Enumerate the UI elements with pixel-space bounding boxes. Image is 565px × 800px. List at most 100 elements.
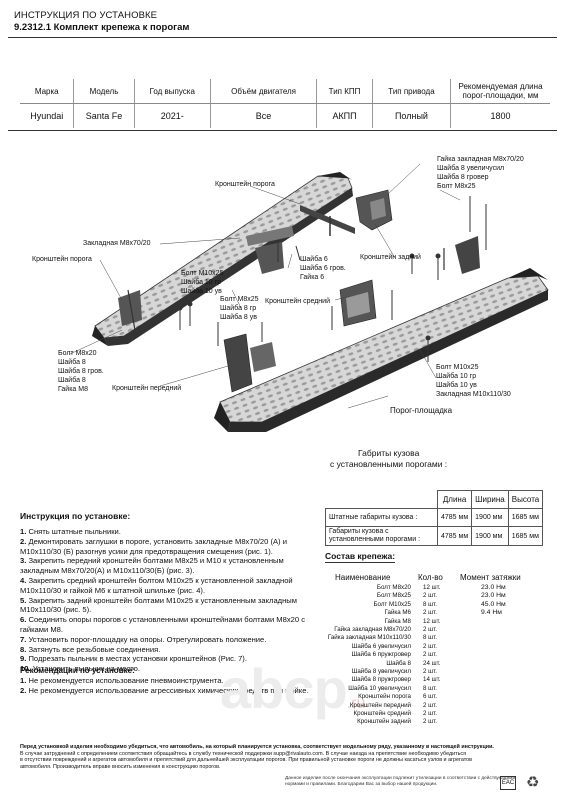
fasteners-title: Состав крепежа: (325, 551, 396, 563)
spec-model: Santa Fe (73, 103, 135, 128)
spec-col-make: Марка (20, 79, 74, 104)
recommendation-item: 2. Не рекомендуется использование агресс… (20, 686, 325, 696)
rec-number: 2. (20, 685, 27, 695)
label-shaiba8-a: Шайба 8 (58, 359, 86, 366)
step-text: Снять штатные пыльники. (28, 527, 121, 536)
label-shaiba10-uv-b: Шайба 10 ув (436, 382, 477, 389)
fastener-torque: 45.0 Нм (481, 600, 506, 608)
watermark-logo: abcp.ru (220, 656, 365, 721)
fastener-name: Шайба 8 пружгровер (351, 676, 411, 684)
body-dimensions-table: Длина Ширина Высота Штатные габариты куз… (325, 490, 544, 546)
fastener-name: Кронштейн задний (357, 718, 411, 726)
step-number: 8. (20, 644, 27, 654)
fastener-row: Кронштейн передний 2 шт. (325, 702, 555, 710)
fastener-qty: 12 шт. (423, 584, 441, 591)
bolts (177, 240, 441, 362)
dims-length: 4785 мм (436, 526, 473, 546)
instruction-step: 8. Затянуть все резьбовые соединения. (20, 645, 320, 655)
watermark-text: abcp (220, 657, 348, 720)
divider (8, 37, 557, 38)
dims-width: 1900 мм (471, 526, 509, 546)
spec-year: 2021- (133, 103, 211, 128)
footer-line: В случае затруднений с определением соот… (20, 750, 467, 757)
dims-header-row: Длина Ширина Высота (325, 490, 544, 509)
fastener-row: Кронштейн порога 6 шт. (325, 693, 555, 701)
label-bolt-m8x25-top: Болт M8x25 (437, 183, 476, 190)
label-bolt-m10x25-a: Болт M10x25 (181, 270, 224, 277)
fastener-row: Шайба 8 24 шт. (325, 660, 555, 668)
label-kronshtein-zadniy: Кронштейн задний (360, 254, 421, 261)
rear-outer-bracket (443, 196, 487, 274)
label-kronshtein-peredniy: Кронштейн передний (112, 385, 182, 392)
rec-text: Не рекомендуется использование пневмоинс… (28, 676, 224, 685)
front-bracket (217, 322, 276, 393)
fastener-name: Кронштейн средний (353, 710, 411, 717)
dims-row-label: Штатные габариты кузова : (325, 508, 438, 527)
fastener-name: Шайба 8 (386, 659, 411, 667)
fastener-qty: 24 шт. (423, 659, 441, 667)
dims-row-stock: Штатные габариты кузова : 4785 мм 1900 м… (325, 508, 544, 527)
eac-mark: EAC (500, 776, 516, 790)
center-bracket (246, 226, 294, 274)
dims-row-label: Габариты кузова с установленными порогам… (325, 526, 438, 546)
fastener-name: Шайба 6 пружгровер (351, 651, 411, 659)
label-shaiba6: Шайба 6 (300, 256, 328, 263)
fastener-qty: 2 шт. (423, 592, 437, 600)
leader-lines (69, 163, 461, 409)
fastener-torque: 9.4 Нм (481, 609, 502, 617)
step-number: 1. (20, 527, 27, 536)
fasteners-header-torque: Момент затяжки (460, 573, 521, 582)
step-bracket (300, 205, 355, 236)
label-bolt-m8x25-mid: Болт M8x25 (220, 296, 259, 303)
fastener-name: Болт M8x20 (376, 584, 411, 591)
fastener-name: Кронштейн порога (358, 693, 411, 701)
label-shaiba8-b: Шайба 8 (58, 377, 86, 384)
fastener-qty: 2 шт. (423, 701, 437, 709)
footer-small-line: нормами и правилами. Благодарим Вас за в… (285, 781, 438, 787)
spec-engine: Все (209, 103, 317, 128)
fastener-row: Шайба 8 пружгровер 14 шт. (325, 676, 555, 684)
label-porog-ploshadka: Порог-площадка (390, 406, 453, 415)
label-shaiba8-uvelich: Шайба 8 увеличусил (437, 165, 505, 172)
fastener-name: Болт M10x25 (373, 600, 411, 608)
step-board-left (92, 172, 353, 346)
footer-line: Перед установкой изделия необходимо убед… (20, 744, 494, 750)
label-shaiba6-grov: Шайба 6 гров. (300, 265, 346, 272)
recommendations-title: Рекомендации по установке: (20, 666, 135, 675)
step-text: Закрепить средний кронштейн болтом M10x2… (20, 575, 293, 595)
fastener-torque: 23.0 Нм (481, 592, 506, 600)
fastener-name: Шайба 8 увеличусил (351, 668, 411, 675)
step-text: Установить порог-площадку на опоры. Отре… (28, 634, 267, 644)
footer-disposal-note: Данное изделие после окончания эксплуата… (285, 776, 535, 787)
step-number: 5. (20, 595, 27, 605)
spec-col-gearbox: Тип КПП (316, 79, 373, 104)
left-step-bracket (118, 289, 142, 337)
step-text: Соединить опоры порогов с установленными… (20, 615, 305, 634)
step-number: 10. (20, 664, 31, 674)
divider (8, 130, 557, 131)
label-shaiba8-grov: Шайба 8 гров. (58, 368, 104, 375)
fastener-name: Кронштейн передний (349, 701, 411, 709)
fastener-qty: 14 шт. (423, 676, 441, 684)
dims-width: 1900 мм (471, 508, 509, 527)
instruction-step: 9. Подрезать пыльник в местах установки … (20, 654, 320, 664)
footer-notice: Перед установкой изделия необходимо убед… (20, 744, 520, 770)
fastener-qty: 6 шт. (423, 693, 437, 701)
doc-title: ИНСТРУКЦИЯ ПО УСТАНОВКЕ (14, 10, 158, 21)
body-dimensions-title: Габриты кузова с установленными порогами… (330, 448, 447, 470)
label-gaika-zakladnaya-m8x70: Гайка закладная M8x70/20 (437, 156, 524, 163)
body-dimensions-title-line1: Габриты кузова (358, 448, 420, 458)
label-gaika-m8: Гайка M8 (58, 386, 88, 393)
label-bolt-m10x25-b: Болт M10x25 (436, 364, 479, 371)
step-text: Закрепить задний кронштейн болтами M10x2… (20, 595, 297, 615)
watermark-suffix: .ru (346, 695, 366, 712)
instruction-step: 6. Соединить опоры порогов с установленн… (20, 615, 320, 635)
dims-header-empty (325, 490, 438, 509)
